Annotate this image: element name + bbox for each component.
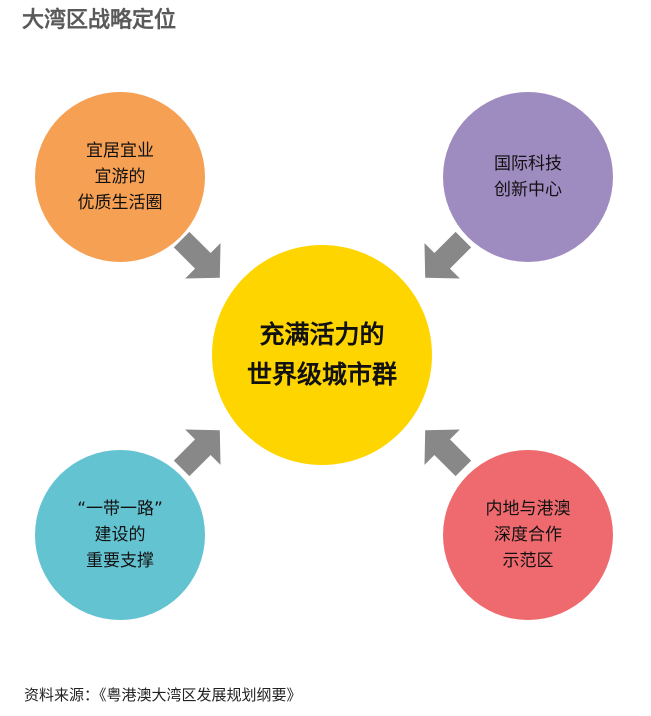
- node-line: 国际科技: [494, 154, 562, 174]
- source-note: 资料来源：《粤港澳大湾区发展规划纲要》: [24, 686, 302, 704]
- center-line: 世界级城市群: [246, 360, 397, 389]
- node-line: 示范区: [502, 551, 554, 571]
- node-line: 深度合作: [494, 525, 562, 545]
- node-line: 宜游的: [94, 167, 146, 187]
- arrow-top-left-icon: [173, 231, 221, 279]
- node-line: 建设的: [94, 525, 146, 545]
- node-line: “一带一路”: [77, 499, 163, 519]
- node-line: 内地与港澳: [485, 499, 571, 519]
- node-line: 优质生活圈: [77, 193, 163, 213]
- arrow-bottom-right-icon: [424, 429, 472, 477]
- center-line: 充满活力的: [259, 320, 385, 349]
- node-line: 宜居宜业: [86, 141, 154, 161]
- arrow-top-right-icon: [424, 231, 472, 279]
- node-belt-and-road-support: “一带一路” 建设的 重要支撑: [35, 450, 205, 620]
- page-title: 大湾区战略定位: [22, 8, 177, 33]
- node-livable-quality-living-circle: 宜居宜业 宜游的 优质生活圈: [35, 92, 205, 262]
- node-line: 重要支撑: [86, 551, 154, 571]
- node-tech-innovation-center: 国际科技 创新中心: [443, 92, 613, 262]
- node-mainland-hk-macao-cooperation: 内地与港澳 深度合作 示范区: [443, 450, 613, 620]
- arrow-bottom-left-icon: [173, 429, 221, 477]
- center-node-world-class-city-cluster: 充满活力的 世界级城市群: [212, 245, 432, 465]
- node-line: 创新中心: [494, 180, 562, 200]
